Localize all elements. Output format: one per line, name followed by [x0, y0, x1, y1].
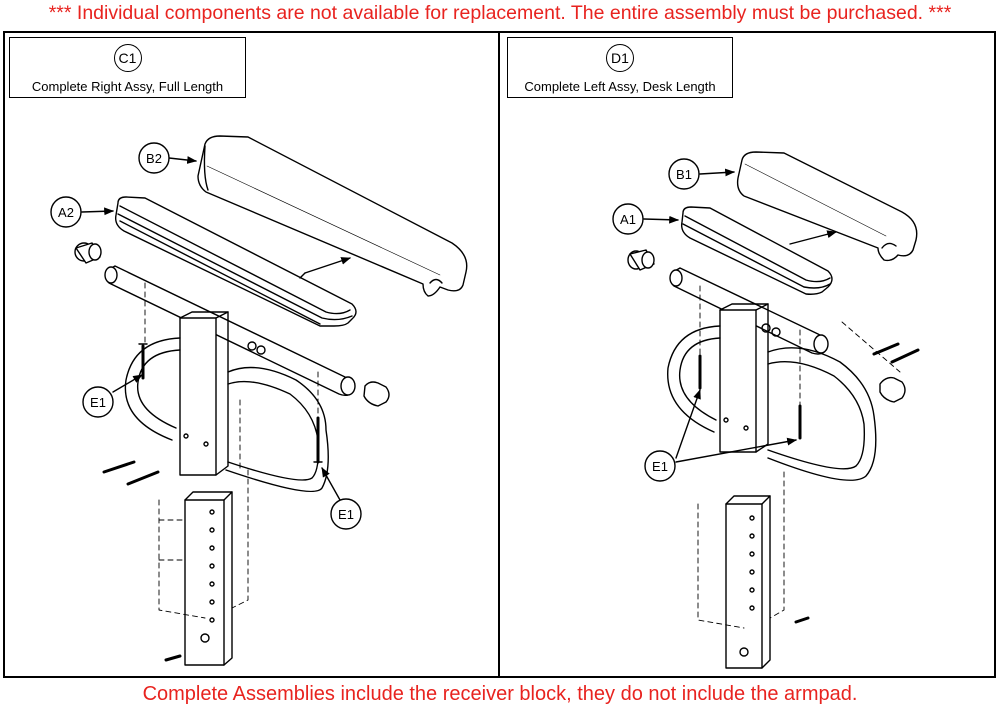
- callout-e1-right-circle: [644, 450, 676, 482]
- callout-e1-upper: E1: [90, 395, 106, 410]
- callout-a1: A1: [620, 212, 636, 227]
- callout-leaders-left: [81, 156, 351, 501]
- guide-lines-left: [144, 282, 319, 619]
- assembly-title-right: Complete Right Assy, Full Length: [31, 79, 224, 94]
- callout-e1-right: E1: [652, 459, 668, 474]
- arm-tube: [104, 265, 356, 397]
- callout-b2: B2: [146, 151, 162, 166]
- panel-divider: [498, 31, 500, 678]
- end-cap-right: [879, 376, 906, 403]
- replacement-warning: *** Individual components are not availa…: [48, 2, 952, 24]
- screws-right: [698, 342, 920, 440]
- callout-e1-lower: E1: [338, 507, 354, 522]
- armrest-pad-a2: [114, 196, 357, 327]
- callout-a2-circle: [50, 196, 82, 228]
- left-assembly-drawing: [612, 151, 920, 669]
- end-plug-right: [627, 249, 655, 271]
- callout-e1b-circle: [330, 498, 362, 530]
- end-plug: [74, 242, 102, 264]
- armrest-pad-a1: [680, 206, 833, 295]
- screws-left: [102, 343, 323, 486]
- right-assembly-drawing: [50, 135, 468, 666]
- callout-b1-circle: [668, 158, 700, 190]
- assembly-contents-note: Complete Assemblies include the receiver…: [142, 683, 858, 705]
- receiver-block-left: [164, 491, 233, 666]
- receiver-block-right: [725, 495, 810, 669]
- armpad-b1: [736, 151, 918, 262]
- callout-e1a-circle: [82, 386, 114, 418]
- assembly-label-right: C1 Complete Right Assy, Full Length: [9, 37, 246, 98]
- callout-b1: B1: [676, 167, 692, 182]
- callout-b2-circle: [138, 142, 170, 174]
- callout-a1-circle: [612, 203, 644, 235]
- assembly-code-c1: C1: [113, 44, 142, 72]
- guide-lines-right: [697, 285, 901, 629]
- callout-a2: A2: [58, 205, 74, 220]
- end-cap: [363, 381, 390, 407]
- assembly-code-d1: D1: [606, 44, 634, 72]
- side-frame-right: [667, 303, 877, 481]
- assembly-title-left: Complete Left Assy, Desk Length: [524, 79, 716, 94]
- armpad-b2: [197, 135, 468, 297]
- callout-leaders-right: [643, 168, 837, 463]
- assembly-label-left: D1 Complete Left Assy, Desk Length: [507, 37, 733, 98]
